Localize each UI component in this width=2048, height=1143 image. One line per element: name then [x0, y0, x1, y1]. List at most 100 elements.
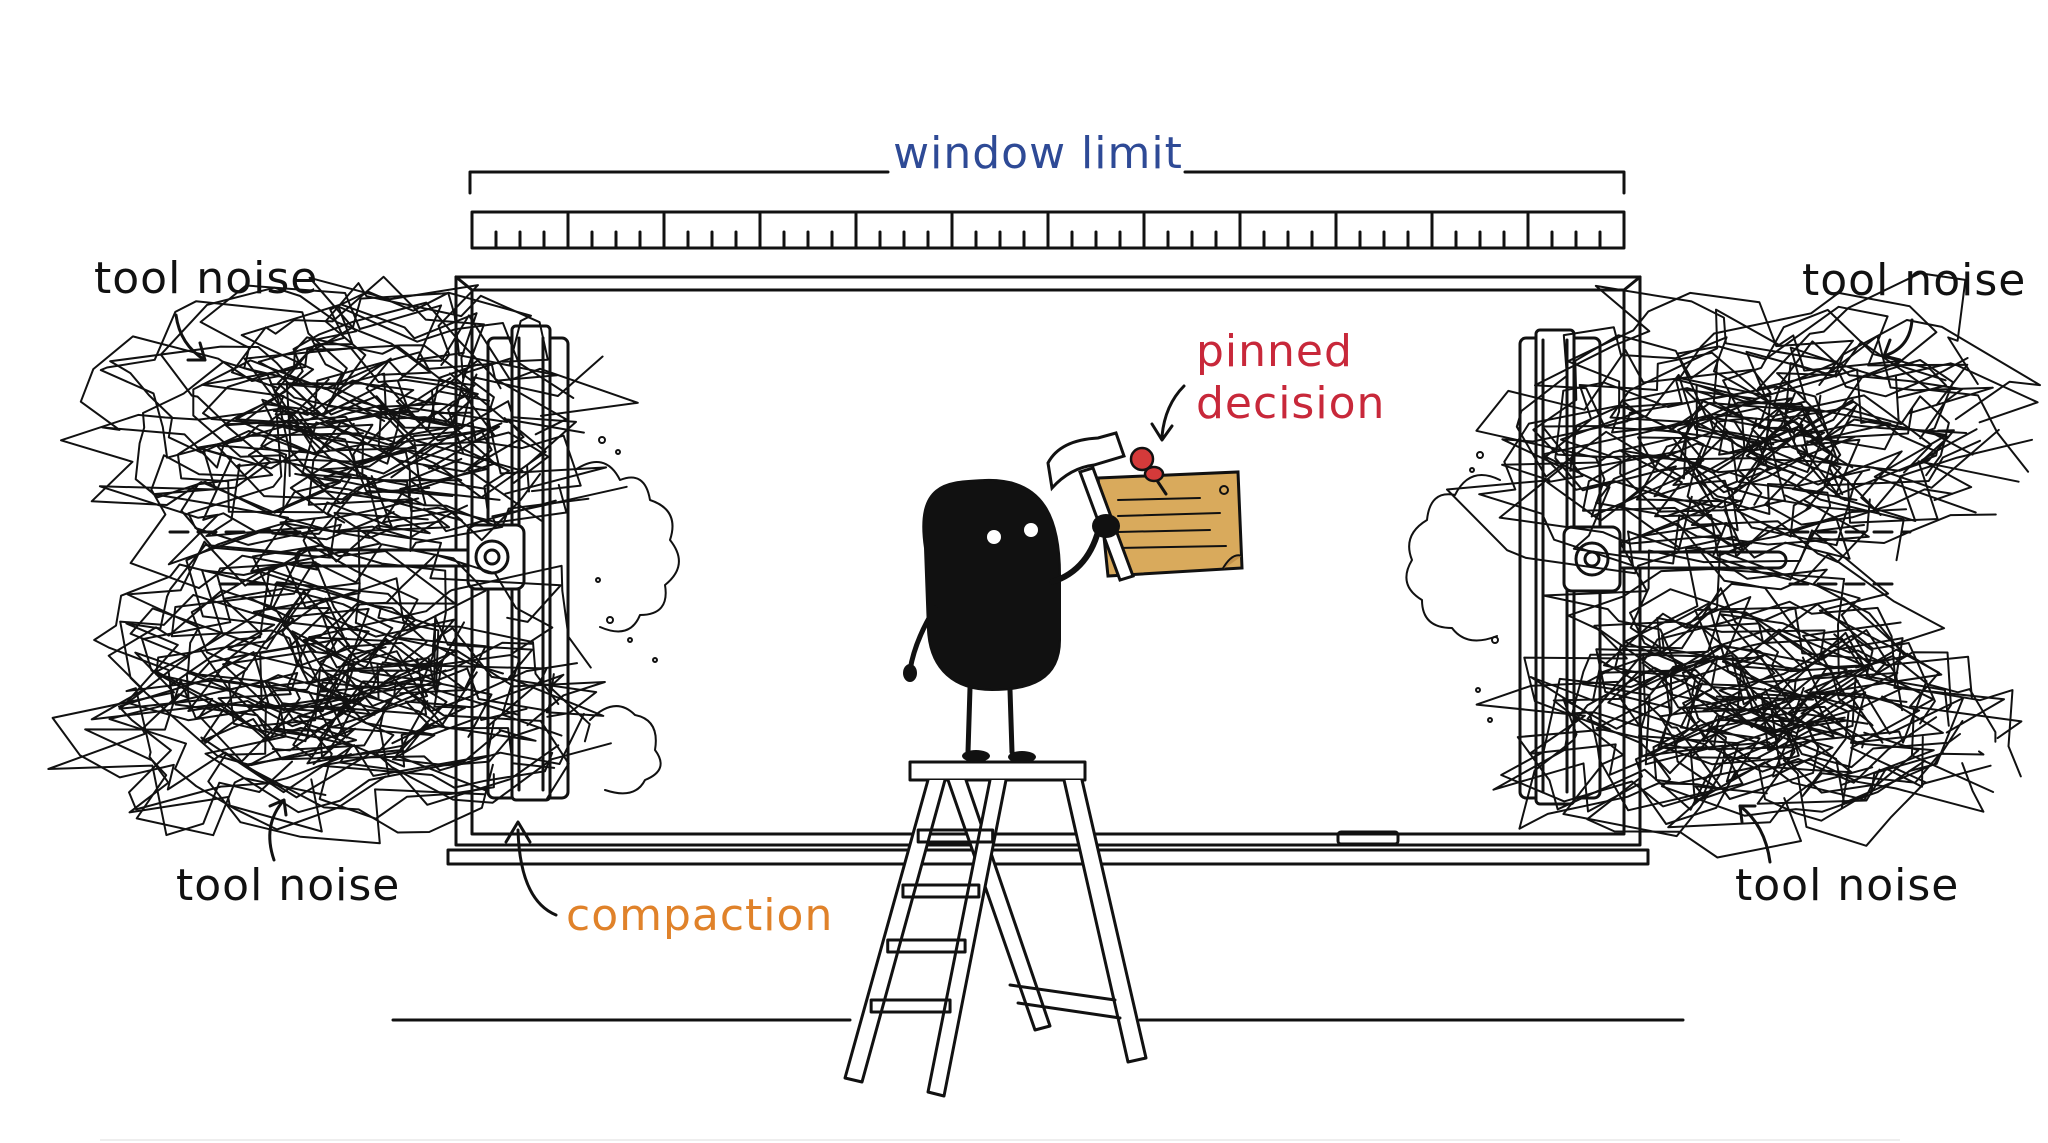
noise-stroke — [155, 582, 458, 740]
noise-stroke — [207, 685, 487, 845]
noise-stroke — [319, 673, 591, 789]
noise-stroke — [187, 587, 428, 728]
noise-stroke — [1759, 319, 2041, 472]
noise-stroke — [108, 672, 390, 831]
noise-stroke — [324, 553, 578, 713]
ladder-rung — [901, 883, 981, 899]
noise-stroke — [298, 351, 567, 499]
noise-stroke — [1569, 378, 1810, 494]
noise-stroke — [1571, 596, 1795, 751]
noise-stroke — [1667, 691, 1935, 829]
noise-stroke — [1623, 546, 1905, 673]
noise-stroke — [279, 442, 557, 539]
arrow-compaction — [504, 820, 558, 917]
pinned-decision-label-line2: decision — [1196, 378, 1385, 429]
noise-scribble-top-left — [60, 275, 639, 590]
window-ruler — [470, 210, 1626, 250]
noise-stroke — [252, 529, 562, 693]
ladder-rung — [886, 938, 967, 954]
noise-stroke — [1782, 677, 1992, 847]
noise-stroke — [199, 284, 465, 417]
pinned-decision-label-line1: pinned — [1196, 326, 1353, 377]
noise-stroke — [200, 638, 519, 794]
noise-stroke — [1595, 644, 1881, 803]
noise-stroke — [125, 679, 356, 833]
arrow-tool-noise-top-right — [1882, 318, 1914, 362]
noise-stroke — [1542, 522, 1807, 673]
noise-stroke — [276, 292, 558, 436]
stepladder — [843, 760, 1148, 1098]
noise-stroke — [1783, 340, 2033, 522]
noise-scribble-top-right — [1446, 272, 2041, 581]
tool-noise-label-bottom-right: tool noise — [1735, 860, 1959, 911]
noise-scribble-bottom-left — [47, 522, 612, 845]
noise-stroke — [217, 636, 493, 768]
noise-stroke — [201, 344, 495, 452]
noise-stroke — [308, 564, 592, 712]
noise-stroke — [1637, 383, 1892, 515]
tool-noise-label-top-left: tool noise — [94, 253, 318, 304]
arrow-tool-noise-bottom-right — [1738, 804, 1772, 864]
noise-stroke — [1475, 349, 1775, 518]
window-limit-label: window limit — [893, 128, 1183, 179]
ladder-rung — [916, 828, 995, 844]
noise-stroke — [126, 540, 419, 714]
noise-stroke — [1677, 401, 1882, 538]
character — [903, 478, 1103, 763]
noise-stroke — [1681, 603, 1944, 758]
noise-stroke — [1516, 653, 1815, 811]
noise-stroke — [205, 449, 501, 563]
noise-stroke — [1643, 628, 1871, 800]
tool-noise-label-bottom-left: tool noise — [176, 860, 400, 911]
noise-stroke — [109, 345, 386, 456]
left-dust-cloud — [574, 436, 680, 795]
noise-stroke — [322, 400, 577, 542]
noise-stroke — [1475, 670, 1719, 776]
noise-stroke — [99, 300, 348, 459]
noise-stroke — [98, 448, 395, 566]
noise-stroke — [257, 290, 532, 433]
noise-stroke — [301, 411, 568, 524]
noise-stroke — [1552, 670, 1834, 838]
noise-stroke — [79, 335, 364, 469]
arrow-tool-noise-top-left — [174, 313, 207, 362]
noise-stroke — [1629, 588, 1909, 734]
noise-stroke — [90, 589, 356, 739]
arrow-pinned-decision — [1150, 384, 1186, 442]
tool-noise-label-top-right: tool noise — [1802, 255, 2026, 306]
noise-stroke — [60, 406, 342, 514]
noise-stroke — [129, 454, 352, 590]
arrow-tool-noise-bottom-left — [268, 798, 288, 862]
noise-stroke — [1603, 612, 1865, 732]
noise-stroke — [323, 434, 628, 527]
noise-stroke — [119, 593, 370, 766]
noise-stroke — [1635, 405, 1908, 558]
noise-stroke — [1682, 606, 1887, 740]
noise-stroke — [1681, 635, 1950, 784]
window-limit-bracket — [468, 170, 1626, 195]
hammer-icon — [1046, 431, 1135, 582]
noise-stroke — [1446, 437, 1753, 575]
noise-stroke — [1722, 308, 1968, 450]
noise-stroke — [1641, 600, 1908, 749]
noise-stroke — [1541, 373, 1770, 532]
compaction-label: compaction — [566, 890, 833, 941]
noise-stroke — [118, 590, 403, 763]
noise-stroke — [1702, 613, 1973, 751]
noise-stroke — [1650, 691, 1927, 817]
noise-stroke — [1542, 413, 1763, 565]
noise-stroke — [1678, 291, 1947, 451]
noise-stroke — [1770, 671, 2022, 813]
noise-stroke — [1690, 409, 1977, 563]
noise-stroke — [235, 301, 502, 426]
noise-stroke — [51, 651, 370, 799]
noise-stroke — [125, 544, 348, 722]
noise-stroke — [185, 522, 456, 672]
noise-scribble-bottom-right — [1475, 522, 2023, 859]
right-dust-cloud — [1405, 451, 1501, 723]
ladder-rung — [869, 998, 952, 1014]
push-pin-icon — [1129, 446, 1168, 496]
noise-stroke — [134, 360, 329, 515]
noise-stroke — [1595, 616, 1858, 766]
